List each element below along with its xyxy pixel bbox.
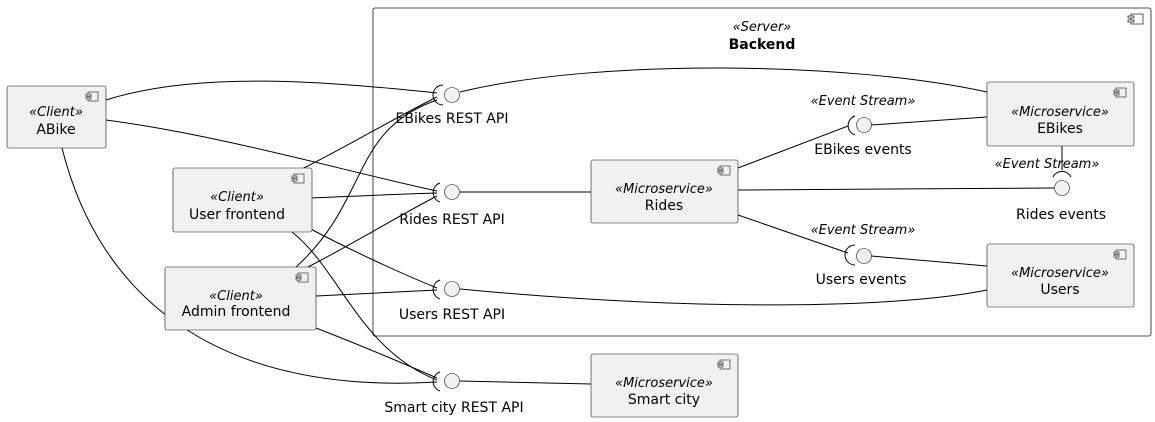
component-label: Smart city — [628, 392, 700, 408]
interface-lollipop-icon — [444, 184, 460, 200]
component-stereotype: «Client» — [29, 105, 83, 120]
component-stereotype: «Client» — [209, 289, 263, 304]
component-admin-frontend[interactable]: «Client» Admin frontend — [164, 266, 317, 331]
interface-smart-city-rest-api[interactable]: Smart city REST API — [384, 373, 524, 417]
required-interface-socket-icon — [432, 371, 441, 392]
edge-rides-users-events — [737, 214, 849, 254]
component-icon — [1127, 13, 1144, 25]
required-interface-socket-icon — [432, 84, 444, 106]
event-stream-stereotype: «Event Stream» — [995, 157, 1100, 172]
component-users[interactable]: «Microservice» Users — [986, 243, 1135, 308]
event-stream-rides-events[interactable]: «Event Stream» Rides events — [995, 157, 1106, 223]
required-interface-socket-icon — [844, 244, 856, 266]
edge-user-users-api — [304, 225, 438, 289]
component-icon — [85, 91, 99, 102]
edge-user-ebikes-api — [299, 96, 438, 171]
edge-admin-rides-api — [307, 195, 438, 268]
component-icon — [295, 272, 309, 283]
component-label: EBikes — [1037, 121, 1083, 137]
event-stream-stereotype: «Event Stream» — [811, 223, 916, 238]
component-rides[interactable]: «Microservice» Rides — [590, 159, 739, 224]
interface-users-rest-api[interactable]: Users REST API — [399, 281, 505, 324]
component-icon — [1113, 87, 1127, 98]
component-icon — [717, 165, 731, 176]
component-icon — [1113, 249, 1127, 260]
component-stereotype: «Microservice» — [1011, 105, 1109, 120]
interface-label: Users REST API — [399, 307, 505, 323]
edge-admin-users-api — [315, 289, 438, 297]
required-interface-socket-icon — [1052, 170, 1072, 178]
component-ebikes[interactable]: «Microservice» EBikes — [986, 81, 1135, 147]
edge-smartcity-api-smartcity — [459, 380, 592, 385]
interface-rides-rest-api[interactable]: Rides REST API — [399, 184, 505, 229]
backend-stereotype: «Server» — [733, 20, 792, 35]
component-stereotype: «Microservice» — [615, 182, 713, 197]
component-label: User frontend — [189, 207, 285, 223]
component-label: ABike — [36, 122, 75, 138]
component-stereotype: «Microservice» — [1011, 266, 1109, 281]
edge-admin-smartcity-api — [315, 327, 438, 379]
component-label: Rides — [645, 198, 683, 214]
component-user-frontend[interactable]: «Client» User frontend — [172, 167, 313, 233]
interface-label: Rides REST API — [399, 212, 504, 228]
edge-abike-ebikes-api — [105, 80, 438, 101]
edge-rides-rides-events — [737, 187, 1055, 191]
edge-abike-rides-api — [105, 119, 438, 192]
sockets — [432, 84, 1072, 392]
backend-title: Backend — [729, 37, 796, 53]
required-interface-socket-icon — [432, 279, 441, 300]
backend-container[interactable]: «Server» Backend — [372, 7, 1152, 337]
interface-label: Smart city REST API — [384, 400, 523, 416]
event-stream-label: EBikes events — [814, 142, 911, 158]
component-label: Admin frontend — [182, 304, 291, 320]
component-abike[interactable]: «Client» ABike — [6, 85, 107, 149]
interface-lollipop-icon — [856, 117, 872, 133]
interface-lollipop-icon — [856, 248, 872, 264]
event-stream-ebikes-events[interactable]: «Event Stream» EBikes events — [811, 94, 916, 158]
interface-lollipop-icon — [444, 87, 460, 103]
edge-user-rides-api — [311, 192, 438, 199]
component-icon — [717, 359, 731, 370]
edge-users-api-users — [459, 288, 988, 306]
interface-lollipop-icon — [444, 281, 460, 297]
component-smart-city[interactable]: «Microservice» Smart city — [590, 353, 739, 418]
required-interface-socket-icon — [432, 182, 441, 203]
edge-ebikes-api-ebikes — [459, 67, 988, 93]
edges — [61, 67, 1063, 385]
interface-label: EBikes REST API — [396, 111, 509, 127]
required-interface-socket-icon — [847, 115, 856, 136]
event-stream-label: Rides events — [1016, 207, 1106, 223]
component-stereotype: «Microservice» — [615, 376, 713, 391]
edge-rides-ebikes-events — [737, 125, 849, 169]
component-stereotype: «Client» — [210, 190, 264, 205]
component-label: Users — [1040, 282, 1079, 298]
interface-lollipop-icon — [1054, 180, 1070, 196]
interface-lollipop-icon — [444, 373, 460, 389]
edge-admin-ebikes-api — [295, 99, 438, 268]
edge-users-events-users — [870, 255, 988, 267]
edge-ebikes-events-ebikes — [870, 116, 988, 126]
event-stream-users-events[interactable]: «Event Stream» Users events — [811, 223, 916, 288]
component-icon — [291, 173, 305, 184]
event-stream-label: Users events — [816, 272, 907, 288]
interface-ebikes-rest-api[interactable]: EBikes REST API — [396, 87, 509, 128]
event-stream-stereotype: «Event Stream» — [811, 94, 916, 109]
